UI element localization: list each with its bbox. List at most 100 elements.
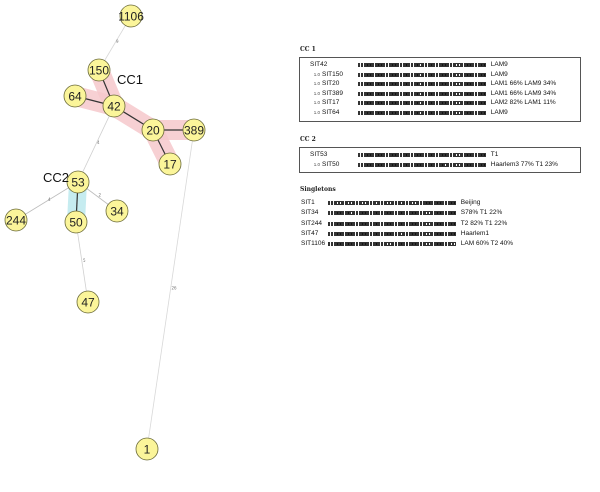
spacer: [422, 242, 425, 247]
node-64[interactable]: 64: [63, 84, 87, 108]
spacer: [328, 201, 331, 205]
spacer: [416, 72, 419, 77]
spacer: [439, 242, 442, 247]
spacer: [477, 82, 480, 87]
node-50[interactable]: 50: [64, 210, 88, 234]
distance-label: 1.0: [313, 81, 320, 87]
node-244[interactable]: 244: [4, 208, 28, 232]
node-150[interactable]: 150: [87, 58, 111, 82]
node-34[interactable]: 34: [105, 199, 129, 223]
spacer: [442, 242, 445, 247]
spacer: [472, 162, 475, 167]
spacer: [333, 201, 336, 205]
node-1106[interactable]: 1106: [118, 4, 144, 28]
spacer: [483, 82, 486, 87]
spacer: [433, 162, 436, 167]
spacer: [353, 201, 356, 205]
spacer: [386, 231, 389, 236]
spacer: [483, 72, 486, 77]
spacer: [466, 91, 469, 96]
spacer: [358, 231, 361, 236]
node-47[interactable]: 47: [76, 290, 100, 314]
spacer: [397, 221, 400, 226]
sit-label: SIT50: [322, 160, 340, 168]
node-1[interactable]: 1: [135, 437, 159, 461]
spacer: [366, 91, 369, 96]
spacer: [361, 201, 364, 205]
spacer: [425, 231, 428, 236]
spoligo-pattern: [328, 211, 456, 216]
spacer: [405, 211, 409, 216]
spacer: [438, 63, 442, 67]
spacer: [344, 242, 348, 247]
spoligo-pattern: [358, 101, 486, 106]
spacer: [402, 91, 405, 96]
spacer: [436, 242, 439, 247]
spacer: [402, 101, 405, 106]
spacer: [427, 63, 430, 67]
spacer: [347, 221, 350, 226]
spacer: [452, 72, 455, 77]
spacer: [350, 231, 353, 236]
spacer: [405, 82, 408, 87]
spacer: [455, 101, 458, 106]
spoligo-pattern: [328, 221, 456, 227]
spacer: [389, 231, 392, 236]
spacer: [374, 91, 378, 96]
spacer: [347, 211, 350, 216]
spacer: [378, 231, 381, 236]
spacer: [447, 101, 450, 106]
node-17[interactable]: 17: [158, 152, 182, 176]
spacer: [333, 211, 336, 216]
node-53[interactable]: 53: [66, 170, 90, 194]
spacer: [447, 242, 450, 247]
spacer: [408, 201, 412, 205]
spacer: [391, 162, 394, 167]
spacer: [408, 242, 412, 247]
spacer: [388, 91, 391, 96]
spacer: [447, 221, 450, 226]
spacer: [436, 201, 439, 205]
spacer: [428, 221, 431, 226]
node-20[interactable]: 20: [141, 118, 165, 142]
node-42[interactable]: 42: [102, 94, 126, 118]
node-circle: [158, 152, 182, 176]
spacer: [452, 162, 455, 167]
spacer: [416, 91, 419, 96]
spacer: [405, 91, 408, 96]
spacer: [385, 153, 389, 157]
spacer: [474, 63, 478, 67]
spacer: [399, 82, 403, 87]
lineage-label: LAM2 82% LAM1 11%: [490, 99, 556, 107]
lineage-label: LAM9: [490, 70, 508, 78]
node-circle: [119, 4, 143, 28]
spacer: [433, 82, 436, 87]
spacer: [400, 211, 403, 216]
spacer: [396, 111, 400, 115]
spacer: [411, 211, 414, 216]
spacer: [389, 201, 392, 205]
node-389[interactable]: 389: [182, 118, 206, 142]
spacer: [410, 162, 414, 167]
spacer: [413, 162, 417, 167]
spacer: [378, 201, 381, 205]
spacer: [396, 63, 400, 67]
spacer: [380, 162, 383, 167]
spacer: [410, 63, 414, 67]
profile-row: SIT53: [310, 151, 327, 159]
spacer: [422, 211, 425, 216]
spacer: [474, 91, 478, 96]
singleton-row: SIT1106: [301, 240, 326, 248]
spacer: [463, 162, 467, 167]
spacer: [383, 63, 386, 67]
spacer: [344, 201, 348, 205]
spacer: [474, 101, 478, 106]
spacer: [410, 91, 414, 96]
spacer: [374, 111, 378, 115]
sit-label: SIT53: [310, 151, 328, 158]
spacer: [360, 162, 364, 167]
spacer: [455, 63, 458, 67]
